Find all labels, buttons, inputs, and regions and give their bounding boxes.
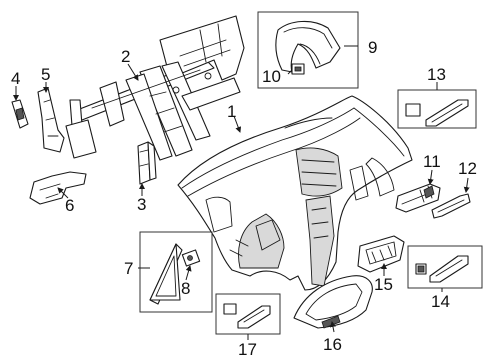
vent-part-15[interactable]: [357, 235, 405, 273]
callout-8[interactable]: 8: [181, 279, 190, 298]
cluster-bezel-part-16[interactable]: [293, 275, 373, 329]
callout-15[interactable]: 15: [374, 275, 393, 294]
trim-part-17[interactable]: [223, 303, 271, 329]
callout-5[interactable]: 5: [41, 65, 50, 84]
bracket-part-4[interactable]: [11, 99, 29, 129]
callout-3[interactable]: 3: [137, 195, 146, 214]
trim-part-13[interactable]: [405, 99, 469, 127]
trim-piece-part-11[interactable]: [395, 183, 441, 213]
bracket-part-3[interactable]: [137, 141, 157, 185]
callout-12[interactable]: 12: [458, 159, 477, 178]
callout-1[interactable]: 1: [227, 102, 236, 121]
bezel-part-9[interactable]: [275, 20, 341, 73]
callout-7[interactable]: 7: [124, 259, 133, 278]
box-parts-9-10: [257, 11, 359, 89]
trim-part-14[interactable]: [415, 255, 469, 283]
callout-6[interactable]: 6: [65, 196, 74, 215]
callout-14[interactable]: 14: [431, 292, 450, 311]
instrument-panel-part-1[interactable]: [177, 95, 413, 291]
callout-11[interactable]: 11: [423, 152, 441, 171]
cross-car-beam-part-2[interactable]: [65, 15, 245, 161]
leader-lines: [13, 45, 470, 340]
triangle-trim-part-7[interactable]: [149, 243, 183, 305]
box-parts-7-8: [139, 231, 213, 313]
clip-part-8[interactable]: [181, 249, 201, 267]
callout-9[interactable]: 9: [368, 38, 377, 57]
callout-10[interactable]: 10: [262, 67, 281, 86]
callout-16[interactable]: 16: [323, 335, 342, 354]
trim-piece-part-12[interactable]: [431, 193, 471, 219]
bracket-part-5[interactable]: [37, 87, 65, 153]
callout-13[interactable]: 13: [427, 65, 446, 84]
callout-2[interactable]: 2: [121, 47, 130, 66]
callout-labels: 1 2 3 4 5 6 7 8 9 10 11 12 13 14 15 16 1…: [11, 38, 477, 359]
clip-part-10[interactable]: [291, 63, 305, 75]
box-part-14: [407, 245, 483, 289]
callout-17[interactable]: 17: [238, 340, 257, 359]
callout-4[interactable]: 4: [11, 69, 20, 88]
